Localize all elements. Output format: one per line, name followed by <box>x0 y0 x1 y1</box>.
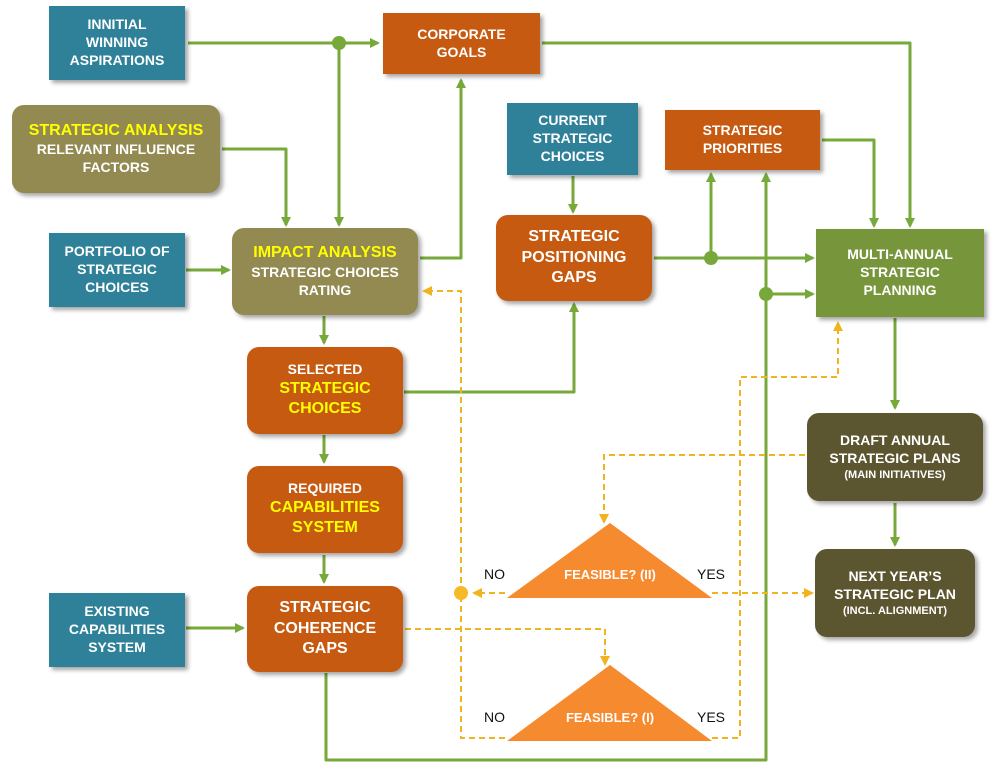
feasible-2-no-label: NO <box>484 566 505 582</box>
strategic-priorities-box: STRATEGIC PRIORITIES <box>665 110 820 170</box>
feasible-2-triangle <box>507 523 712 598</box>
feasible-1-no-label: NO <box>484 709 505 725</box>
feasible-1-triangle <box>507 665 712 741</box>
dashed-arrow-draft-to-feasible2 <box>599 454 805 524</box>
junction-dot <box>704 251 718 265</box>
dashed-arrow-feasible1-yes-to-multiannual <box>712 321 843 739</box>
arrow-impact-to-goals <box>420 78 466 260</box>
portfolio-box: PORTFOLIO OF STRATEGIC CHOICES <box>49 233 185 307</box>
strategic-analysis-box: STRATEGIC ANALYSIS RELEVANT INFLUENCE FA… <box>12 105 220 193</box>
feasible-2-label: FEASIBLE? (II) <box>564 567 656 582</box>
arrow-selected-to-positioning <box>404 302 579 394</box>
selected-choices-box: SELECTED STRATEGIC CHOICES <box>247 347 403 434</box>
feasible-1-yes-label: YES <box>697 709 726 725</box>
arrow-goals-to-multiannual <box>542 41 915 228</box>
multi-annual-planning-box: MULTI-ANNUAL STRATEGIC PLANNING <box>816 229 984 317</box>
junction-dot <box>759 287 773 301</box>
corporate-goals-box: CORPORATE GOALS <box>383 13 540 74</box>
existing-capabilities-box: EXISTING CAPABILITIES SYSTEM <box>49 593 185 667</box>
junction-dot <box>454 586 468 600</box>
dashed-arrow-coherence-to-feasible1 <box>405 628 610 666</box>
required-capabilities-box: REQUIRED CAPABILITIES SYSTEM <box>247 466 403 553</box>
arrow-coherence-loop-to-priorities <box>324 172 771 762</box>
initial-aspirations-box: INNITIAL WINNING ASPIRATIONS <box>49 6 185 80</box>
positioning-gaps-box: STRATEGIC POSITIONING GAPS <box>496 215 652 301</box>
dashed-arrow-loop-to-impact <box>422 286 462 593</box>
current-choices-box: CURRENT STRATEGIC CHOICES <box>507 103 638 175</box>
coherence-gaps-box: STRATEGIC COHERENCE GAPS <box>247 586 403 672</box>
feasible-1-label: FEASIBLE? (I) <box>565 710 655 725</box>
arrow-priorities-to-multiannual <box>822 138 879 228</box>
junction-dot <box>332 36 346 50</box>
draft-plans-box: DRAFT ANNUAL STRATEGIC PLANS (MAIN INITI… <box>807 413 983 501</box>
next-year-plan-box: NEXT YEAR’S STRATEGIC PLAN (INCL. ALIGNM… <box>815 549 975 637</box>
dashed-line-no-loop <box>460 593 505 739</box>
impact-analysis-box: IMPACT ANALYSIS STRATEGIC CHOICES RATING <box>232 228 418 315</box>
arrow-analysis-to-impact <box>222 147 291 227</box>
feasible-2-yes-label: YES <box>697 566 726 582</box>
